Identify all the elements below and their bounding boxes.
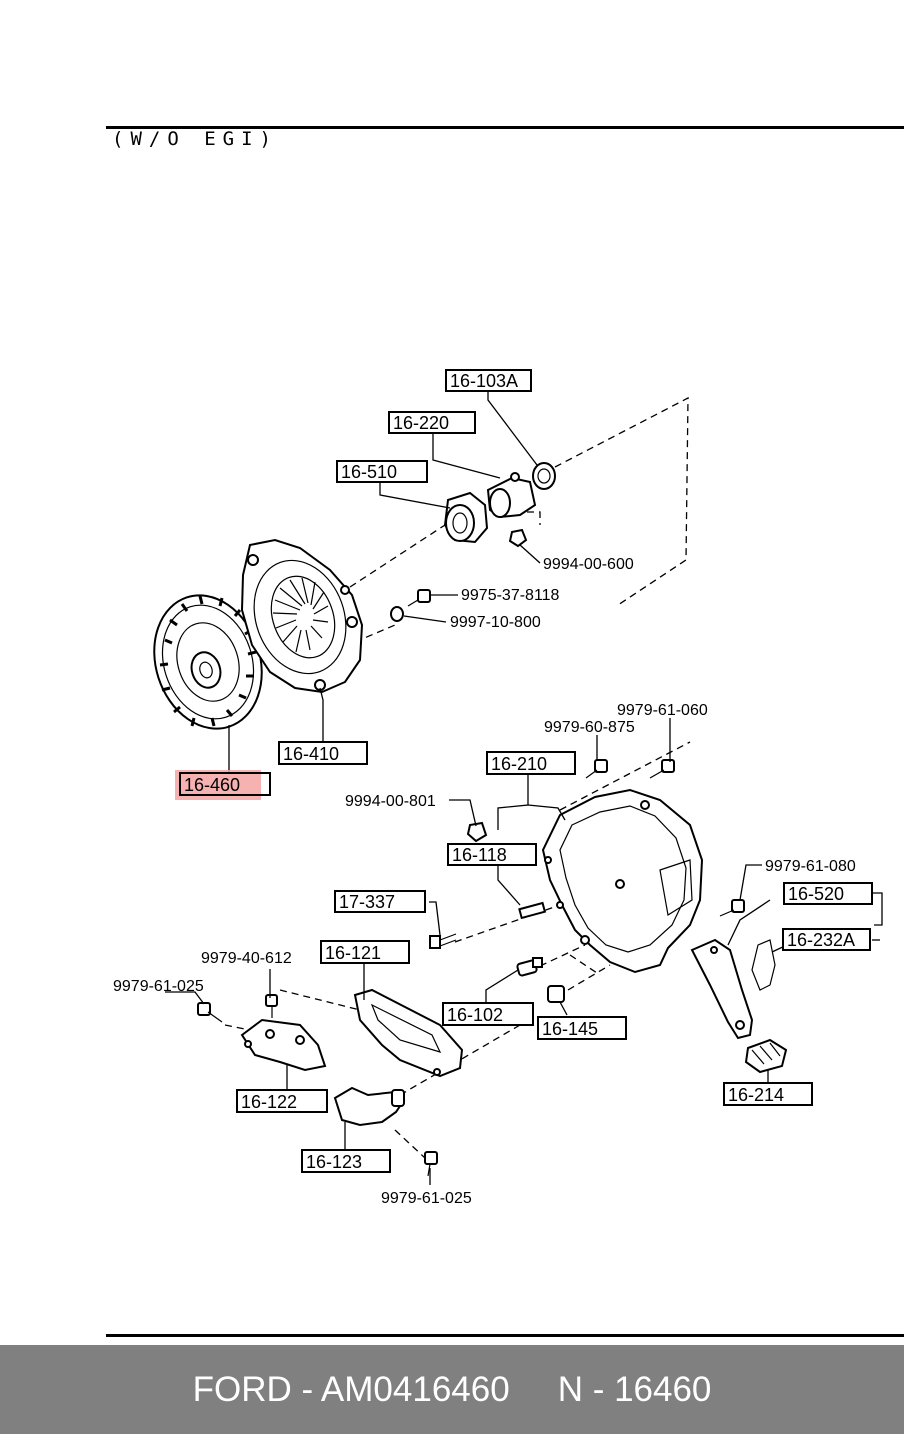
cover-plate-16-121[interactable] — [353, 988, 464, 1078]
bolt-9979-61-025-left[interactable] — [197, 1002, 223, 1023]
label-16-118[interactable]: 16-118 — [447, 843, 537, 866]
bolt-9979-61-080[interactable] — [719, 899, 745, 917]
code-9994-00-801: 9994-00-801 — [345, 793, 436, 810]
bolt-9979-40-612[interactable] — [265, 994, 278, 1018]
code-9979-61-080: 9979-61-080 — [765, 858, 856, 875]
svg-text:16-102: 16-102 — [447, 1005, 503, 1025]
svg-text:16-121: 16-121 — [325, 943, 381, 963]
label-16-220[interactable]: 16-220 — [388, 411, 476, 434]
code-9979-61-025-bottom: 9979-61-025 — [381, 1190, 472, 1207]
part-labels: 16-103A 16-220 16-510 16-410 16-460 16-2… — [179, 369, 873, 1173]
nut-9994-00-600[interactable] — [508, 528, 528, 548]
bolt-9979-61-060[interactable] — [649, 759, 675, 779]
svg-text:16-210: 16-210 — [491, 754, 547, 774]
label-16-410[interactable]: 16-410 — [278, 741, 368, 765]
release-bearing-part[interactable] — [443, 491, 489, 544]
bolt-9979-61-025-bottom[interactable] — [424, 1151, 438, 1177]
bottom-rule — [106, 1334, 904, 1337]
pivot-16-214[interactable] — [744, 1038, 788, 1074]
plug-16-102[interactable] — [516, 957, 543, 977]
assembly-dash-lines — [224, 396, 691, 1159]
footer-ref-number: N - 16460 — [557, 1369, 712, 1409]
svg-text:16-122: 16-122 — [241, 1092, 297, 1112]
label-16-103A[interactable]: 16-103A — [445, 369, 532, 392]
code-9979-40-612: 9979-40-612 — [201, 950, 292, 967]
label-16-123[interactable]: 16-123 — [301, 1149, 391, 1173]
svg-text:16-103A: 16-103A — [450, 371, 518, 391]
svg-text:16-460: 16-460 — [184, 775, 240, 795]
release-sleeve-part[interactable] — [486, 472, 537, 519]
code-9979-60-875: 9979-60-875 — [544, 719, 635, 736]
svg-text:16-214: 16-214 — [728, 1085, 784, 1105]
svg-text:16-520: 16-520 — [788, 884, 844, 904]
code-9979-61-025-left: 9979-61-025 — [113, 978, 204, 995]
code-9975-37-8118: 9975-37-8118 — [461, 587, 560, 604]
bolt-17-337[interactable] — [429, 933, 457, 949]
bolt-9975-37-8118[interactable] — [407, 589, 431, 607]
svg-text:16-232A: 16-232A — [787, 930, 855, 950]
label-16-210[interactable]: 16-210 — [486, 751, 576, 775]
washer-9997-10-800[interactable] — [390, 606, 404, 622]
label-16-214[interactable]: 16-214 — [723, 1082, 813, 1106]
page-title: (W/O EGI) — [112, 128, 278, 150]
exploded-parts-diagram: 16-103A 16-220 16-510 16-410 16-460 16-2… — [113, 369, 883, 1207]
leader-lines — [165, 391, 883, 1185]
clutch-housing-part[interactable] — [541, 788, 704, 974]
label-16-460[interactable]: 16-460 — [179, 772, 271, 796]
svg-text:16-510: 16-510 — [341, 462, 397, 482]
svg-text:16-145: 16-145 — [542, 1019, 598, 1039]
label-16-145[interactable]: 16-145 — [537, 1016, 627, 1040]
part-16-145[interactable] — [547, 985, 565, 1003]
bracket-16-123[interactable] — [333, 1086, 406, 1127]
footer-bar: FORD - AM0416460 N - 16460 — [0, 1345, 904, 1434]
label-16-121[interactable]: 16-121 — [320, 940, 410, 964]
code-9997-10-800: 9997-10-800 — [450, 614, 541, 631]
label-16-510[interactable]: 16-510 — [336, 460, 428, 483]
label-16-122[interactable]: 16-122 — [236, 1089, 328, 1113]
top-rule — [106, 126, 904, 129]
oil-seal-part[interactable] — [532, 462, 556, 490]
label-16-102[interactable]: 16-102 — [442, 1002, 534, 1026]
svg-text:17-337: 17-337 — [339, 892, 395, 912]
release-fork-16-520[interactable] — [690, 938, 754, 1040]
label-16-232A[interactable]: 16-232A — [782, 928, 871, 951]
stud-16-118[interactable] — [518, 901, 547, 920]
svg-text:16-123: 16-123 — [306, 1152, 362, 1172]
svg-text:16-118: 16-118 — [452, 845, 507, 865]
code-9979-61-060: 9979-61-060 — [617, 702, 708, 719]
bracket-16-122[interactable] — [240, 1018, 327, 1072]
nut-9994-00-801[interactable] — [466, 821, 488, 843]
part-codes: 9994-00-600 9975-37-8118 9997-10-800 997… — [113, 556, 856, 1207]
label-16-520[interactable]: 16-520 — [783, 882, 873, 905]
bolt-9979-60-875[interactable] — [585, 759, 608, 779]
clutch-cover-part[interactable] — [239, 538, 364, 694]
svg-text:16-220: 16-220 — [393, 413, 449, 433]
label-17-337[interactable]: 17-337 — [334, 890, 426, 913]
footer-part-number: FORD - AM0416460 — [192, 1369, 510, 1409]
spring-16-232A[interactable] — [751, 939, 776, 991]
code-9994-00-600: 9994-00-600 — [543, 556, 634, 573]
svg-text:16-410: 16-410 — [283, 744, 339, 764]
